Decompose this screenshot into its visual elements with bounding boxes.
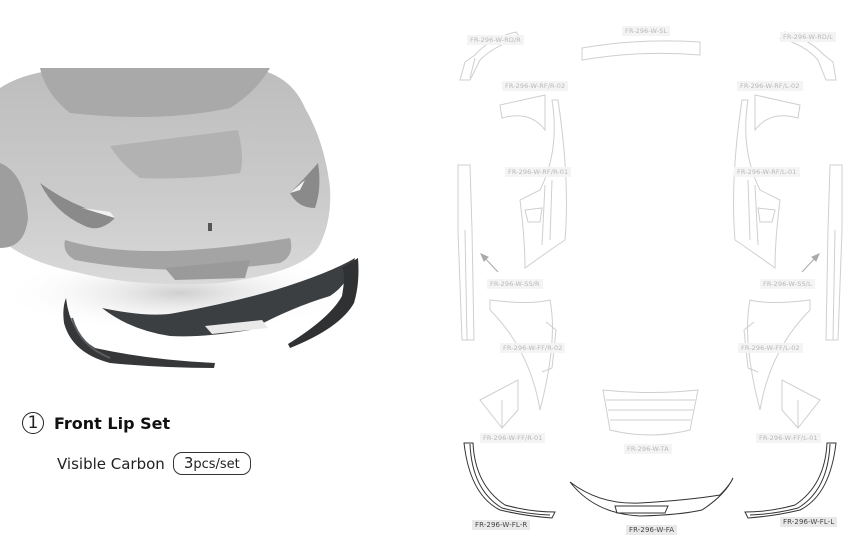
part-label-ff-r-01: FR-296-W-FF/R-01 bbox=[480, 433, 546, 443]
quantity-number: 3 bbox=[183, 454, 194, 472]
part-label-ff-l-01: FR-296-W-FF/L-01 bbox=[756, 433, 821, 443]
item-number-badge: 1 bbox=[22, 412, 44, 434]
part-label-fl-r: FR-296-W-FL-R bbox=[472, 520, 531, 530]
material-label: Visible Carbon bbox=[57, 454, 165, 473]
part-label-fl-l: FR-296-W-FL-L bbox=[780, 517, 838, 527]
part-label-rf-r-01: FR-296-W-RF/R-01 bbox=[505, 167, 572, 177]
part-label-rf-l-02: FR-296-W-RF/L-02 bbox=[737, 81, 803, 91]
product-title-row: 1 Front Lip Set bbox=[22, 412, 170, 434]
part-label-rf-r-02: FR-296-W-RF/R-02 bbox=[502, 81, 569, 91]
part-label-rd-l: FR-296-W-RD/L bbox=[780, 32, 836, 42]
quantity-badge: 3pcs/set bbox=[172, 452, 251, 475]
product-panel: 1 Front Lip Set Visible Carbon 3pcs/set bbox=[0, 68, 360, 475]
part-label-ff-l-02: FR-296-W-FF/L-02 bbox=[738, 343, 803, 353]
product-spec-row: Visible Carbon 3pcs/set bbox=[57, 452, 251, 475]
part-label-ff-r-02: FR-296-W-FF/R-02 bbox=[500, 343, 566, 353]
parts-diagram: FR-296-W-RD/R FR-296-W-SL FR-296-W-RD/L … bbox=[440, 0, 860, 550]
car-front-render-image bbox=[0, 68, 360, 368]
part-label-ss-r: FR-296-W-SS/R bbox=[487, 279, 543, 289]
quantity-unit: pcs/set bbox=[193, 457, 240, 472]
part-label-sl: FR-296-W-SL bbox=[622, 26, 671, 36]
part-label-ta: FR-296-W-TA bbox=[624, 444, 672, 454]
product-title: Front Lip Set bbox=[54, 413, 171, 433]
part-label-rf-l-01: FR-296-W-RF/L-01 bbox=[734, 167, 800, 177]
part-label-rd-r: FR-296-W-RD/R bbox=[467, 35, 524, 45]
part-label-ss-l: FR-296-W-SS/L bbox=[760, 279, 815, 289]
part-label-fa: FR-296-W-FA bbox=[626, 525, 678, 535]
